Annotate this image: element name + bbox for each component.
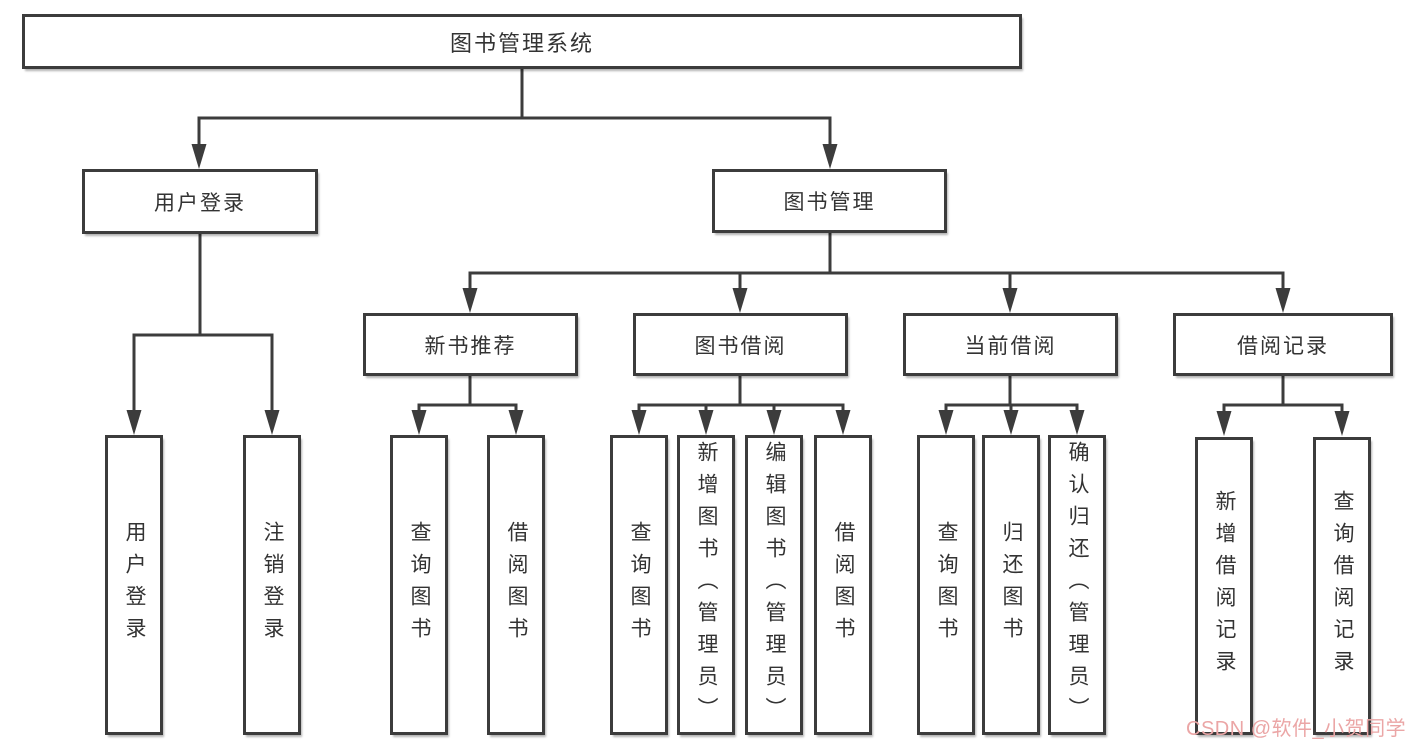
leaf-add-book-admin: 新增图书（管理员）	[677, 435, 735, 735]
leaf-return-books: 归还图书	[982, 435, 1040, 735]
node-book-management: 图书管理	[712, 169, 947, 233]
leaf-confirm-return-admin: 确认归还（管理员）	[1048, 435, 1106, 735]
node-user-login: 用户登录	[82, 169, 318, 234]
leaf-query-borrow-record: 查询借阅记录	[1313, 437, 1371, 735]
leaf-query-books-borrow: 查询图书	[610, 435, 668, 735]
connector-user-login-to-leaves	[126, 234, 280, 435]
connector-root-to-level1	[191, 69, 838, 169]
leaf-add-borrow-record: 新增借阅记录	[1195, 437, 1253, 735]
connector-borrow-records-to-leaves	[1216, 376, 1350, 436]
node-current-borrow: 当前借阅	[903, 313, 1118, 376]
connector-book-borrow-to-leaves	[631, 376, 851, 435]
leaf-query-books-recommend: 查询图书	[390, 435, 448, 735]
leaf-edit-book-admin: 编辑图书（管理员）	[745, 435, 803, 735]
connector-book-mgmt-to-level2	[462, 233, 1291, 313]
node-book-borrow: 图书借阅	[633, 313, 848, 376]
connector-current-borrow-to-leaves	[938, 376, 1085, 435]
connector-new-books-to-leaves	[411, 376, 524, 435]
leaf-query-books-current: 查询图书	[917, 435, 975, 735]
leaf-user-login: 用户登录	[105, 435, 163, 735]
leaf-borrow-books-borrow: 借阅图书	[814, 435, 872, 735]
leaf-logout: 注销登录	[243, 435, 301, 735]
node-borrow-records: 借阅记录	[1173, 313, 1393, 376]
node-library-management-system: 图书管理系统	[22, 14, 1022, 69]
node-new-book-recommend: 新书推荐	[363, 313, 578, 376]
csdn-watermark: CSDN @软件_小贺同学	[1186, 718, 1405, 740]
leaf-borrow-books-recommend: 借阅图书	[487, 435, 545, 735]
